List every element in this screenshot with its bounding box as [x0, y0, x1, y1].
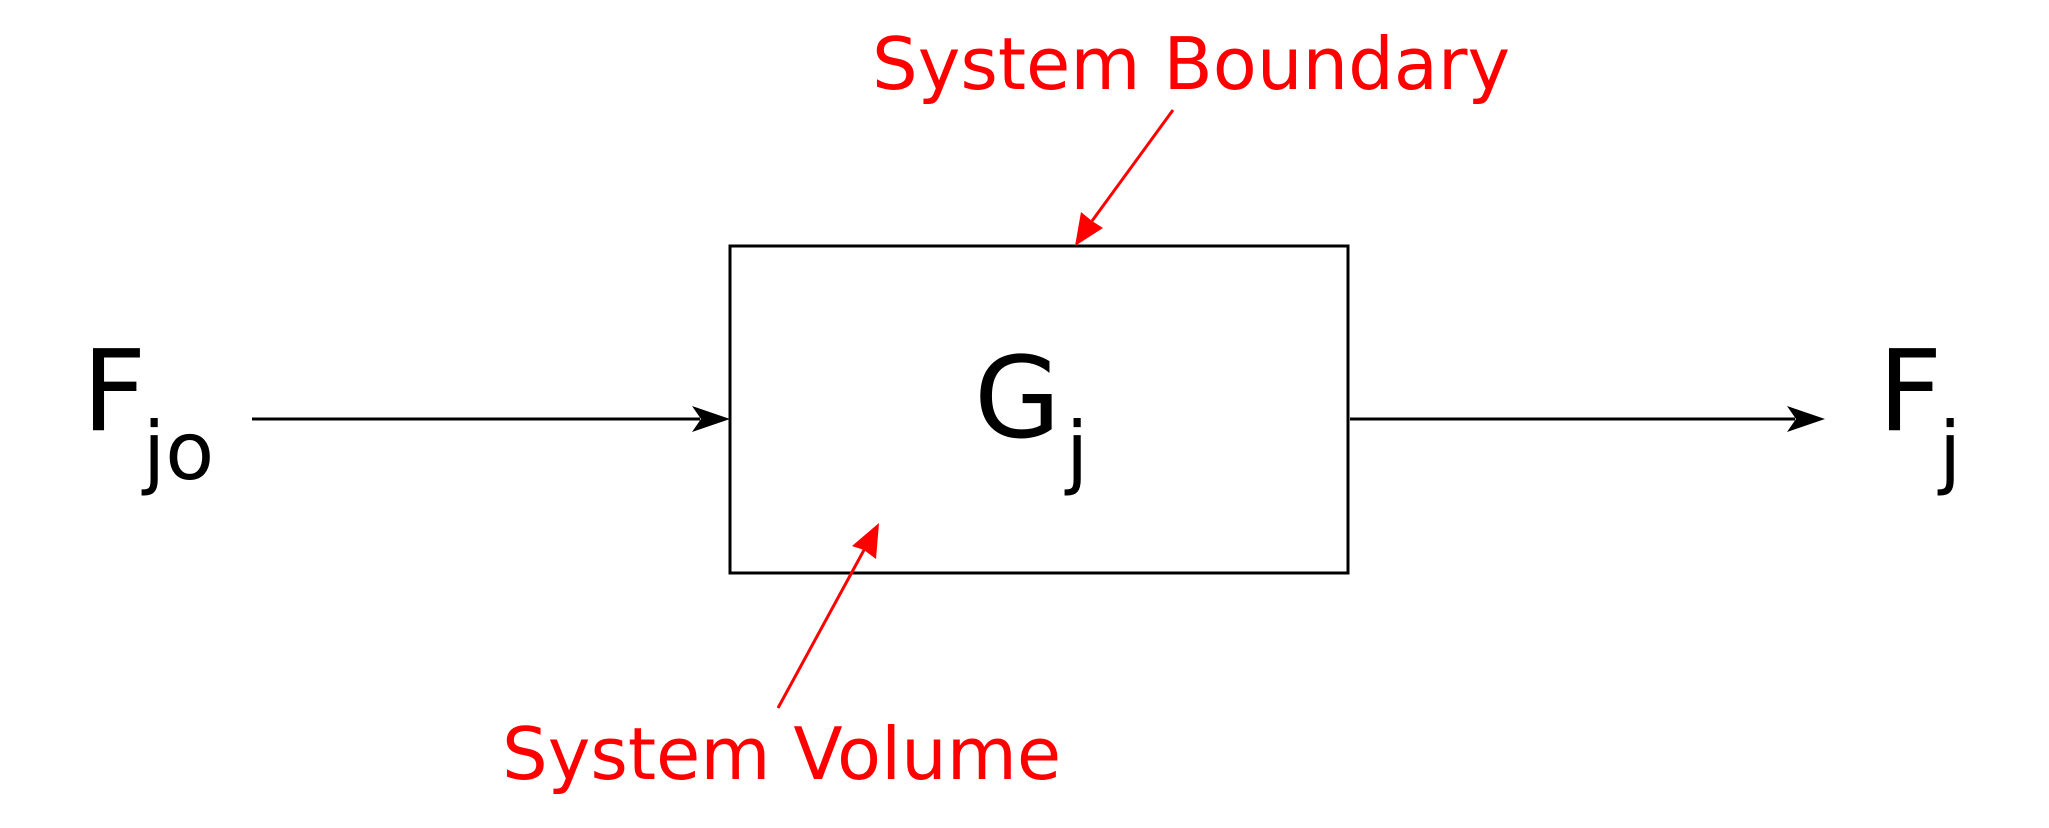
system-boundary-label: System Boundary	[872, 22, 1511, 106]
generation-symbol: G	[974, 334, 1061, 464]
boundary-pointer-arrow	[1075, 109, 1175, 246]
inlet-symbol: F	[82, 327, 147, 457]
outlet-subscript: j	[1939, 405, 1962, 498]
outlet-arrow	[1350, 406, 1825, 432]
inlet-arrow	[252, 406, 730, 432]
volume-pointer-arrow	[776, 523, 879, 709]
system-box	[728, 244, 1350, 575]
system-volume-label: System Volume	[502, 712, 1062, 796]
generation-subscript: j	[1066, 405, 1089, 498]
inlet-subscript: jo	[143, 405, 215, 498]
outlet-symbol: F	[1878, 327, 1943, 457]
